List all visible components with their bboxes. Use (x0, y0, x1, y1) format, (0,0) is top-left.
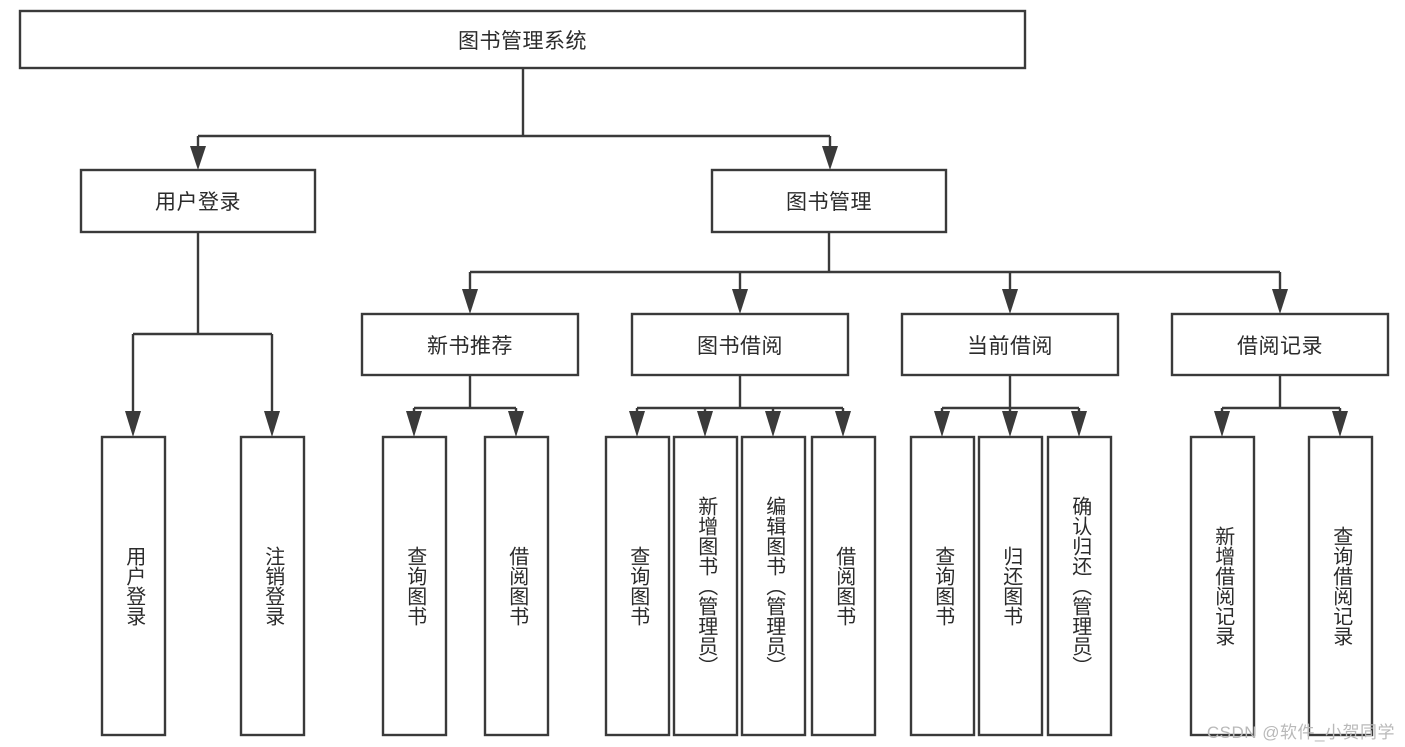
arrow-head-icon-cb-3 (1071, 411, 1087, 437)
node-box-book-borrow[interactable] (630, 312, 850, 377)
arrow-head-icon-nb-2 (508, 411, 524, 437)
arrow-head-icon-l3-4 (1272, 289, 1288, 314)
arrow-head-icon-cb-1 (934, 411, 950, 437)
node-box-book-manage[interactable] (710, 168, 948, 234)
node-box-leaf-user-login[interactable] (100, 435, 167, 737)
node-box-leaf-add-record[interactable] (1189, 435, 1256, 737)
node-box-new-book[interactable] (360, 312, 580, 377)
arrow-head-icon-bb-2 (697, 411, 713, 437)
node-box-leaf-confirm-return[interactable] (1046, 435, 1113, 737)
arrow-head-icon-br-2 (1332, 411, 1348, 437)
node-box-leaf-query-book-2[interactable] (604, 435, 671, 737)
node-box-root[interactable] (18, 9, 1027, 70)
node-box-leaf-return-book[interactable] (977, 435, 1044, 737)
arrow-head-icon-l2-2 (822, 146, 838, 170)
arrow-head-icon-bb-3 (765, 411, 781, 437)
arrow-head-icon-l3-3 (1002, 289, 1018, 314)
node-box-leaf-borrow-book-2[interactable] (810, 435, 877, 737)
node-box-leaf-query-record[interactable] (1307, 435, 1374, 737)
node-box-leaf-add-book[interactable] (672, 435, 739, 737)
arrow-head-icon-bb-1 (629, 411, 645, 437)
node-box-leaf-borrow-book-1[interactable] (483, 435, 550, 737)
node-box-leaf-query-book-1[interactable] (381, 435, 448, 737)
arrow-head-icon-l3-2 (732, 289, 748, 314)
arrow-head-icon-l2-1 (190, 146, 206, 170)
arrow-head-icon-ul-2 (264, 411, 280, 437)
node-box-current-borrow[interactable] (900, 312, 1120, 377)
arrow-head-icon-l3-1 (462, 289, 478, 314)
arrow-head-icon-nb-1 (406, 411, 422, 437)
node-box-leaf-logout[interactable] (239, 435, 306, 737)
arrow-head-icon-ul-1 (125, 411, 141, 437)
arrow-head-icon-br-1 (1214, 411, 1230, 437)
node-box-leaf-edit-book[interactable] (740, 435, 807, 737)
arrow-head-icon-cb-2 (1002, 411, 1018, 437)
node-box-leaf-query-book-3[interactable] (909, 435, 976, 737)
arrow-head-icon-bb-4 (835, 411, 851, 437)
node-box-borrow-record[interactable] (1170, 312, 1390, 377)
node-box-user-login[interactable] (79, 168, 317, 234)
